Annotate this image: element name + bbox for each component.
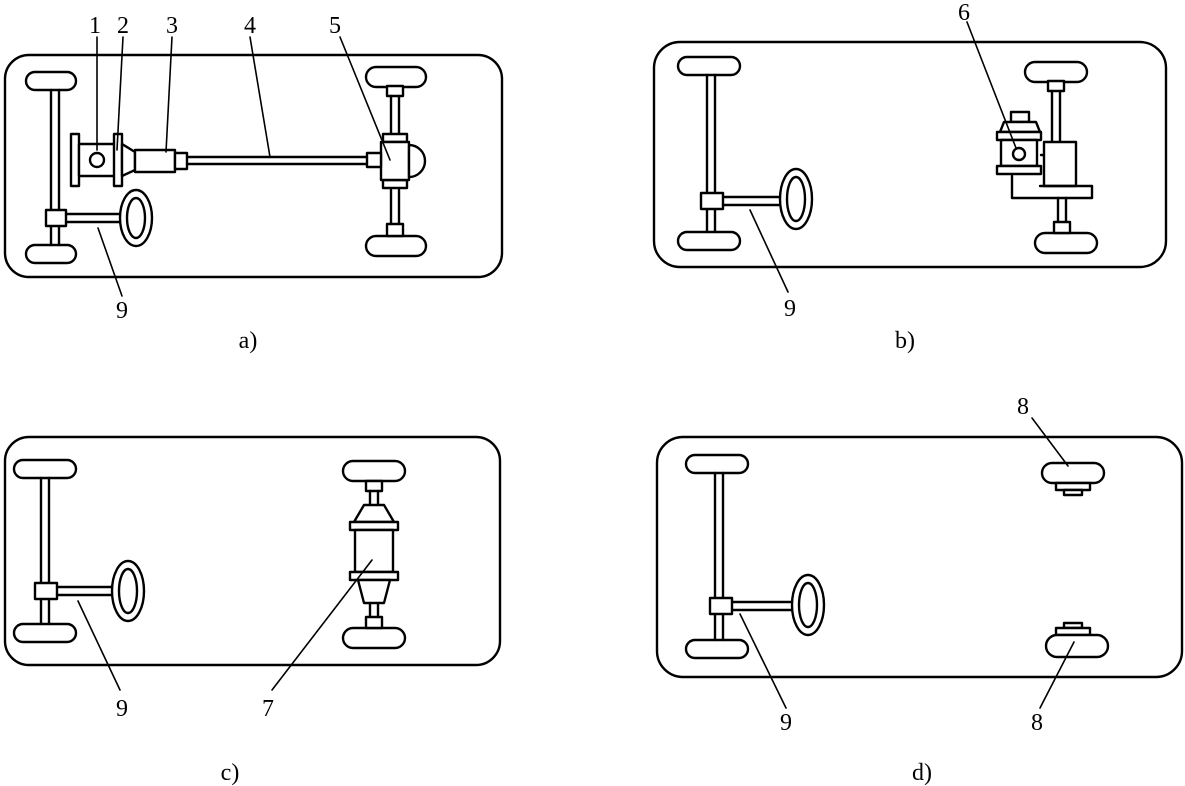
panel-b-engine-flange-bottom <box>995 164 1043 176</box>
panel-d-chassis <box>655 435 1184 679</box>
panel-c-front-wheel-top <box>12 458 78 480</box>
panel-b-engine-cap <box>1009 110 1031 124</box>
panel-c-motor-cap-top <box>352 503 396 524</box>
panel-d-leader-9 <box>739 613 787 709</box>
panel-b-transaxle <box>1042 140 1078 188</box>
panel-a-leader-4 <box>249 36 271 158</box>
panel-d-hub-motor-top-cap <box>1062 488 1084 497</box>
panel-d-label-8-top: 8 <box>1017 394 1029 420</box>
panel-d-steering-gear <box>708 596 734 616</box>
panel-a-engine-circle <box>88 151 106 169</box>
panel-b-rear-hub-top <box>1046 79 1066 93</box>
panel-c-steering-wheel-inner <box>117 567 139 615</box>
panel-a-label-3: 3 <box>166 13 178 39</box>
panel-c-label-9: 9 <box>116 696 128 722</box>
panel-c: 9 7 c) <box>3 435 502 786</box>
panel-c-rear-wheel-top <box>341 459 407 483</box>
panel-b-label-9: 9 <box>784 296 796 322</box>
panel-a-leader-3 <box>165 36 173 153</box>
panel-a: 1 2 3 4 5 9 a) <box>3 13 504 354</box>
panel-c-leader-7 <box>271 559 373 691</box>
panel-b-front-wheel-top <box>676 55 742 77</box>
panel-a-diff-dome <box>407 143 427 179</box>
panel-b-rear-wheel-bottom <box>1033 231 1099 255</box>
panel-c-chassis <box>3 435 502 667</box>
panel-c-rear-wheel-bottom <box>341 626 407 650</box>
panel-a-leader-5 <box>339 36 391 161</box>
panel-c-label-7: 7 <box>262 696 274 722</box>
panel-d-leader-8-top <box>1031 417 1069 467</box>
panel-a-front-wheel-bottom <box>24 243 78 265</box>
panel-a-rear-wheel-bottom <box>364 234 428 258</box>
panel-d-front-wheel-bottom <box>684 638 750 660</box>
panel-a-transmission-end <box>173 151 189 171</box>
panel-a-label-2: 2 <box>117 13 129 39</box>
panel-c-rear-hub-bottom <box>364 615 384 630</box>
panel-a-rear-hub-bottom <box>385 222 405 238</box>
panel-a-steering-wheel-outer <box>118 188 154 248</box>
panel-b-steering-gear <box>699 191 725 211</box>
panel-d-rear-wheel-top <box>1040 461 1106 485</box>
panel-d-rear-wheel-bottom <box>1044 633 1110 659</box>
panel-b-leader-9 <box>749 209 789 293</box>
panel-c-motor-cap-bottom <box>356 578 392 605</box>
panel-c-steering-gear <box>33 581 59 601</box>
panel-d-leader-8-bottom <box>1039 641 1075 709</box>
panel-c-motor-body <box>353 528 395 574</box>
panel-b-steering-wheel-outer <box>778 167 814 231</box>
panel-b-engine-circle <box>1011 146 1027 162</box>
panel-a-label-5: 5 <box>329 13 341 39</box>
panel-d-steering-wheel-outer <box>790 573 826 637</box>
panel-c-rear-hub-top <box>364 479 384 493</box>
panel-b-rear-wheel-top <box>1023 60 1089 84</box>
panel-a-transmission <box>133 148 177 174</box>
panel-b-label-6: 6 <box>958 0 970 26</box>
panel-d-steering-wheel-inner <box>797 581 819 629</box>
panel-a-label-1: 1 <box>89 13 101 39</box>
panel-a-transmission-taper <box>120 142 137 178</box>
panel-a-steering-gear <box>44 208 68 228</box>
panel-b-engine-body <box>999 138 1039 168</box>
panel-a-rear-hub-top <box>385 84 405 98</box>
panel-b-chassis <box>652 40 1168 269</box>
panel-a-front-wheel-top <box>24 70 78 92</box>
panel-a-caption: a) <box>239 328 258 354</box>
panel-b-front-wheel-bottom <box>676 230 742 252</box>
panel-a-steering-wheel-inner <box>125 196 147 240</box>
panel-c-front-wheel-bottom <box>12 622 78 644</box>
panel-b-transaxle-bracket <box>1010 174 1094 200</box>
panel-b-leader-6 <box>966 21 1017 149</box>
panel-b: 6 9 b) <box>652 0 1168 354</box>
panel-d-caption: d) <box>912 760 932 786</box>
panel-d-front-wheel-top <box>684 453 750 475</box>
panel-d-label-9: 9 <box>780 710 792 736</box>
panel-b-caption: b) <box>895 328 915 354</box>
panel-a-pinion <box>365 151 383 169</box>
panel-a-leader-9 <box>97 227 123 297</box>
panel-c-caption: c) <box>221 760 240 786</box>
panel-d: 8 9 8 d) <box>655 394 1184 786</box>
panel-c-steering-wheel-outer <box>110 559 146 623</box>
panel-b-rear-hub-bottom <box>1052 220 1072 235</box>
panel-d-label-8-bottom: 8 <box>1031 710 1043 736</box>
panel-a-label-9: 9 <box>116 298 128 324</box>
panel-a-leader-2 <box>116 36 124 151</box>
panel-a-rear-wheel-top <box>364 65 428 89</box>
panel-a-label-4: 4 <box>244 13 256 39</box>
panel-c-leader-9 <box>77 600 121 691</box>
panel-b-steering-wheel-inner <box>785 175 807 223</box>
